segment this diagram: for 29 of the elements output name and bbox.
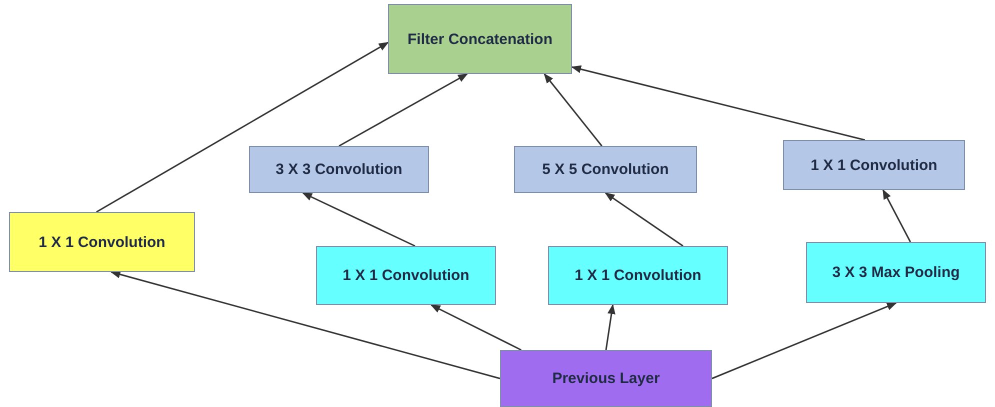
box-label: 1 X 1 Convolution — [342, 267, 470, 284]
arrow — [712, 302, 897, 380]
arrow — [338, 73, 468, 147]
process-box — [806, 242, 986, 303]
process-box — [9, 212, 195, 272]
arrow — [110, 270, 500, 380]
arrow — [430, 304, 522, 351]
process-box — [249, 146, 429, 193]
process-box — [388, 4, 572, 74]
arrow — [571, 65, 866, 141]
box-label: 1 X 1 Convolution — [574, 267, 702, 284]
arrow — [882, 189, 912, 242]
process-box — [316, 246, 496, 305]
process-box — [548, 246, 728, 305]
process-box — [783, 140, 965, 190]
arrow — [96, 42, 389, 213]
process-box — [514, 146, 697, 193]
arrow — [544, 73, 602, 146]
box-label: 3 X 3 Max Pooling — [832, 264, 960, 281]
box-label: 1 X 1 Convolution — [810, 156, 938, 174]
box-label: 1 X 1 Convolution — [38, 234, 166, 250]
box-label: 3 X 3 Convolution — [276, 161, 402, 178]
box-label: Previous Layer — [552, 370, 660, 387]
arrow — [302, 192, 416, 247]
box-label: 5 X 5 Convolution — [542, 161, 669, 178]
arrow — [605, 304, 616, 350]
box-label: Filter Concatenation — [407, 30, 552, 48]
process-box — [500, 350, 712, 407]
arrow — [604, 192, 684, 247]
